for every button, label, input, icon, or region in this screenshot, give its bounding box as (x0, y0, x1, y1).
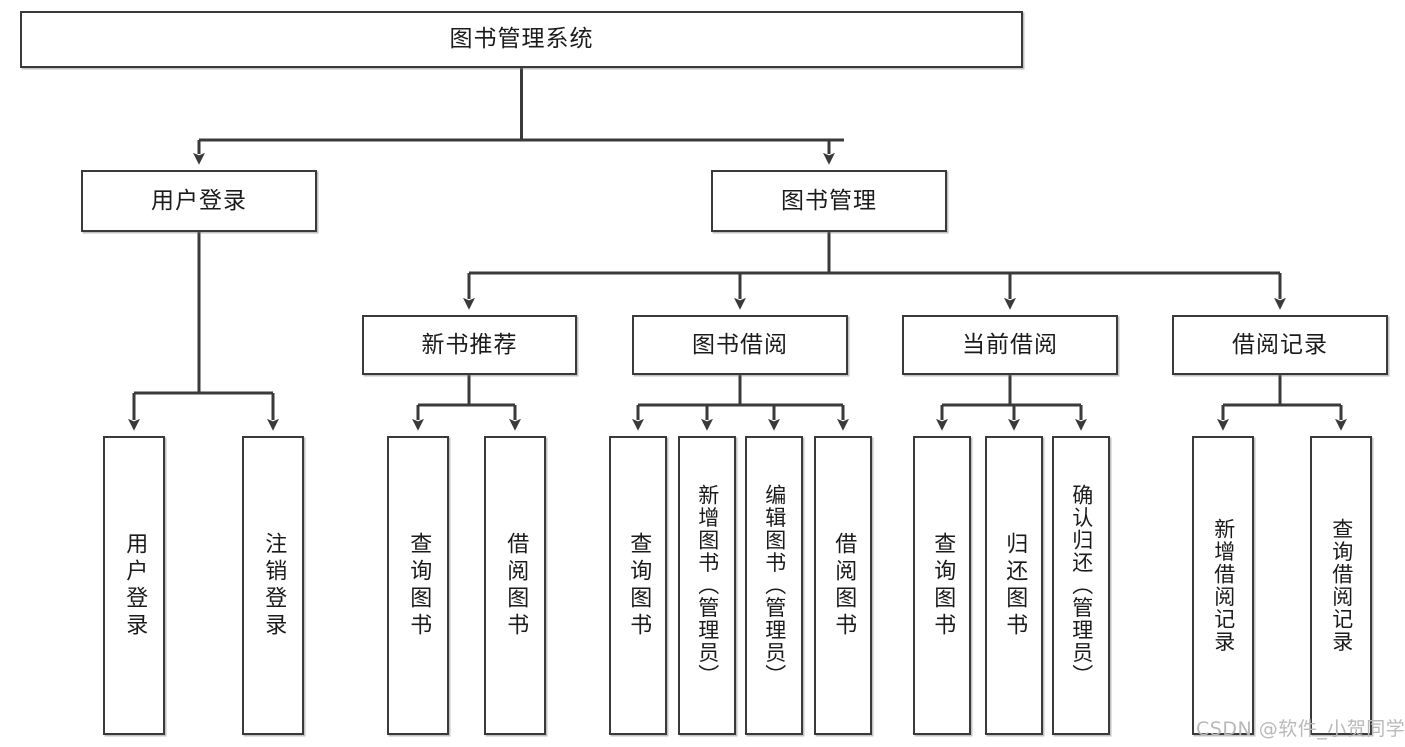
leaf-node-label: 查询图书 (406, 531, 432, 640)
node-level3-current-borrow[interactable]: 当前借阅 (902, 315, 1118, 375)
leaf-node-label: 新增借阅记录 (1211, 518, 1236, 653)
leaf-node[interactable]: 查询图书 (913, 436, 971, 735)
leaf-node-label: 查询图书 (626, 531, 652, 640)
leaf-node[interactable]: 新增借阅记录 (1192, 436, 1254, 735)
leaf-node-label: 注销登录 (261, 531, 287, 640)
node-level2-user-login[interactable]: 用户登录 (81, 170, 317, 232)
leaf-node-label: 借阅图书 (503, 531, 529, 640)
leaf-node[interactable]: 查询借阅记录 (1310, 436, 1372, 735)
watermark: CSDN @软件_小贺同学 (1196, 718, 1405, 740)
leaf-node[interactable]: 编辑图书（管理员） (745, 436, 803, 735)
leaf-node-label: 用户登录 (122, 531, 148, 640)
node-level3-borrow-record-label: 借阅记录 (1232, 331, 1328, 358)
leaf-node[interactable]: 确认归还（管理员） (1052, 436, 1110, 735)
leaf-node-label: 确认归还（管理员） (1069, 484, 1094, 687)
node-level2-book-management-label: 图书管理 (781, 187, 877, 214)
leaf-node-label: 新增图书（管理员） (695, 484, 720, 687)
leaf-node-label: 查询借阅记录 (1329, 518, 1354, 653)
node-level3-new-book-recommend-label: 新书推荐 (421, 331, 518, 358)
node-level3-current-borrow-label: 当前借阅 (962, 331, 1058, 358)
leaf-node-label: 编辑图书（管理员） (762, 484, 787, 687)
leaf-node[interactable]: 借阅图书 (484, 436, 546, 735)
leaf-node[interactable]: 用户登录 (103, 436, 165, 735)
leaf-node[interactable]: 查询图书 (387, 436, 449, 735)
leaf-node[interactable]: 查询图书 (609, 436, 667, 735)
leaf-node[interactable]: 注销登录 (242, 436, 304, 735)
node-level3-new-book-recommend[interactable]: 新书推荐 (362, 315, 577, 375)
node-level3-book-borrow-label: 图书借阅 (692, 331, 788, 358)
node-level3-book-borrow[interactable]: 图书借阅 (632, 315, 848, 375)
leaf-node[interactable]: 借阅图书 (814, 436, 872, 735)
leaf-node-label: 借阅图书 (831, 531, 857, 640)
node-level2-user-login-label: 用户登录 (151, 187, 247, 214)
node-root-label: 图书管理系统 (449, 26, 594, 53)
leaf-node-label: 归还图书 (1002, 531, 1028, 640)
node-level2-book-management[interactable]: 图书管理 (711, 170, 947, 232)
node-level3-borrow-record[interactable]: 借阅记录 (1172, 315, 1388, 375)
node-root[interactable]: 图书管理系统 (20, 11, 1023, 68)
leaf-node[interactable]: 新增图书（管理员） (678, 436, 736, 735)
leaf-node[interactable]: 归还图书 (985, 436, 1043, 735)
leaf-node-label: 查询图书 (930, 531, 956, 640)
